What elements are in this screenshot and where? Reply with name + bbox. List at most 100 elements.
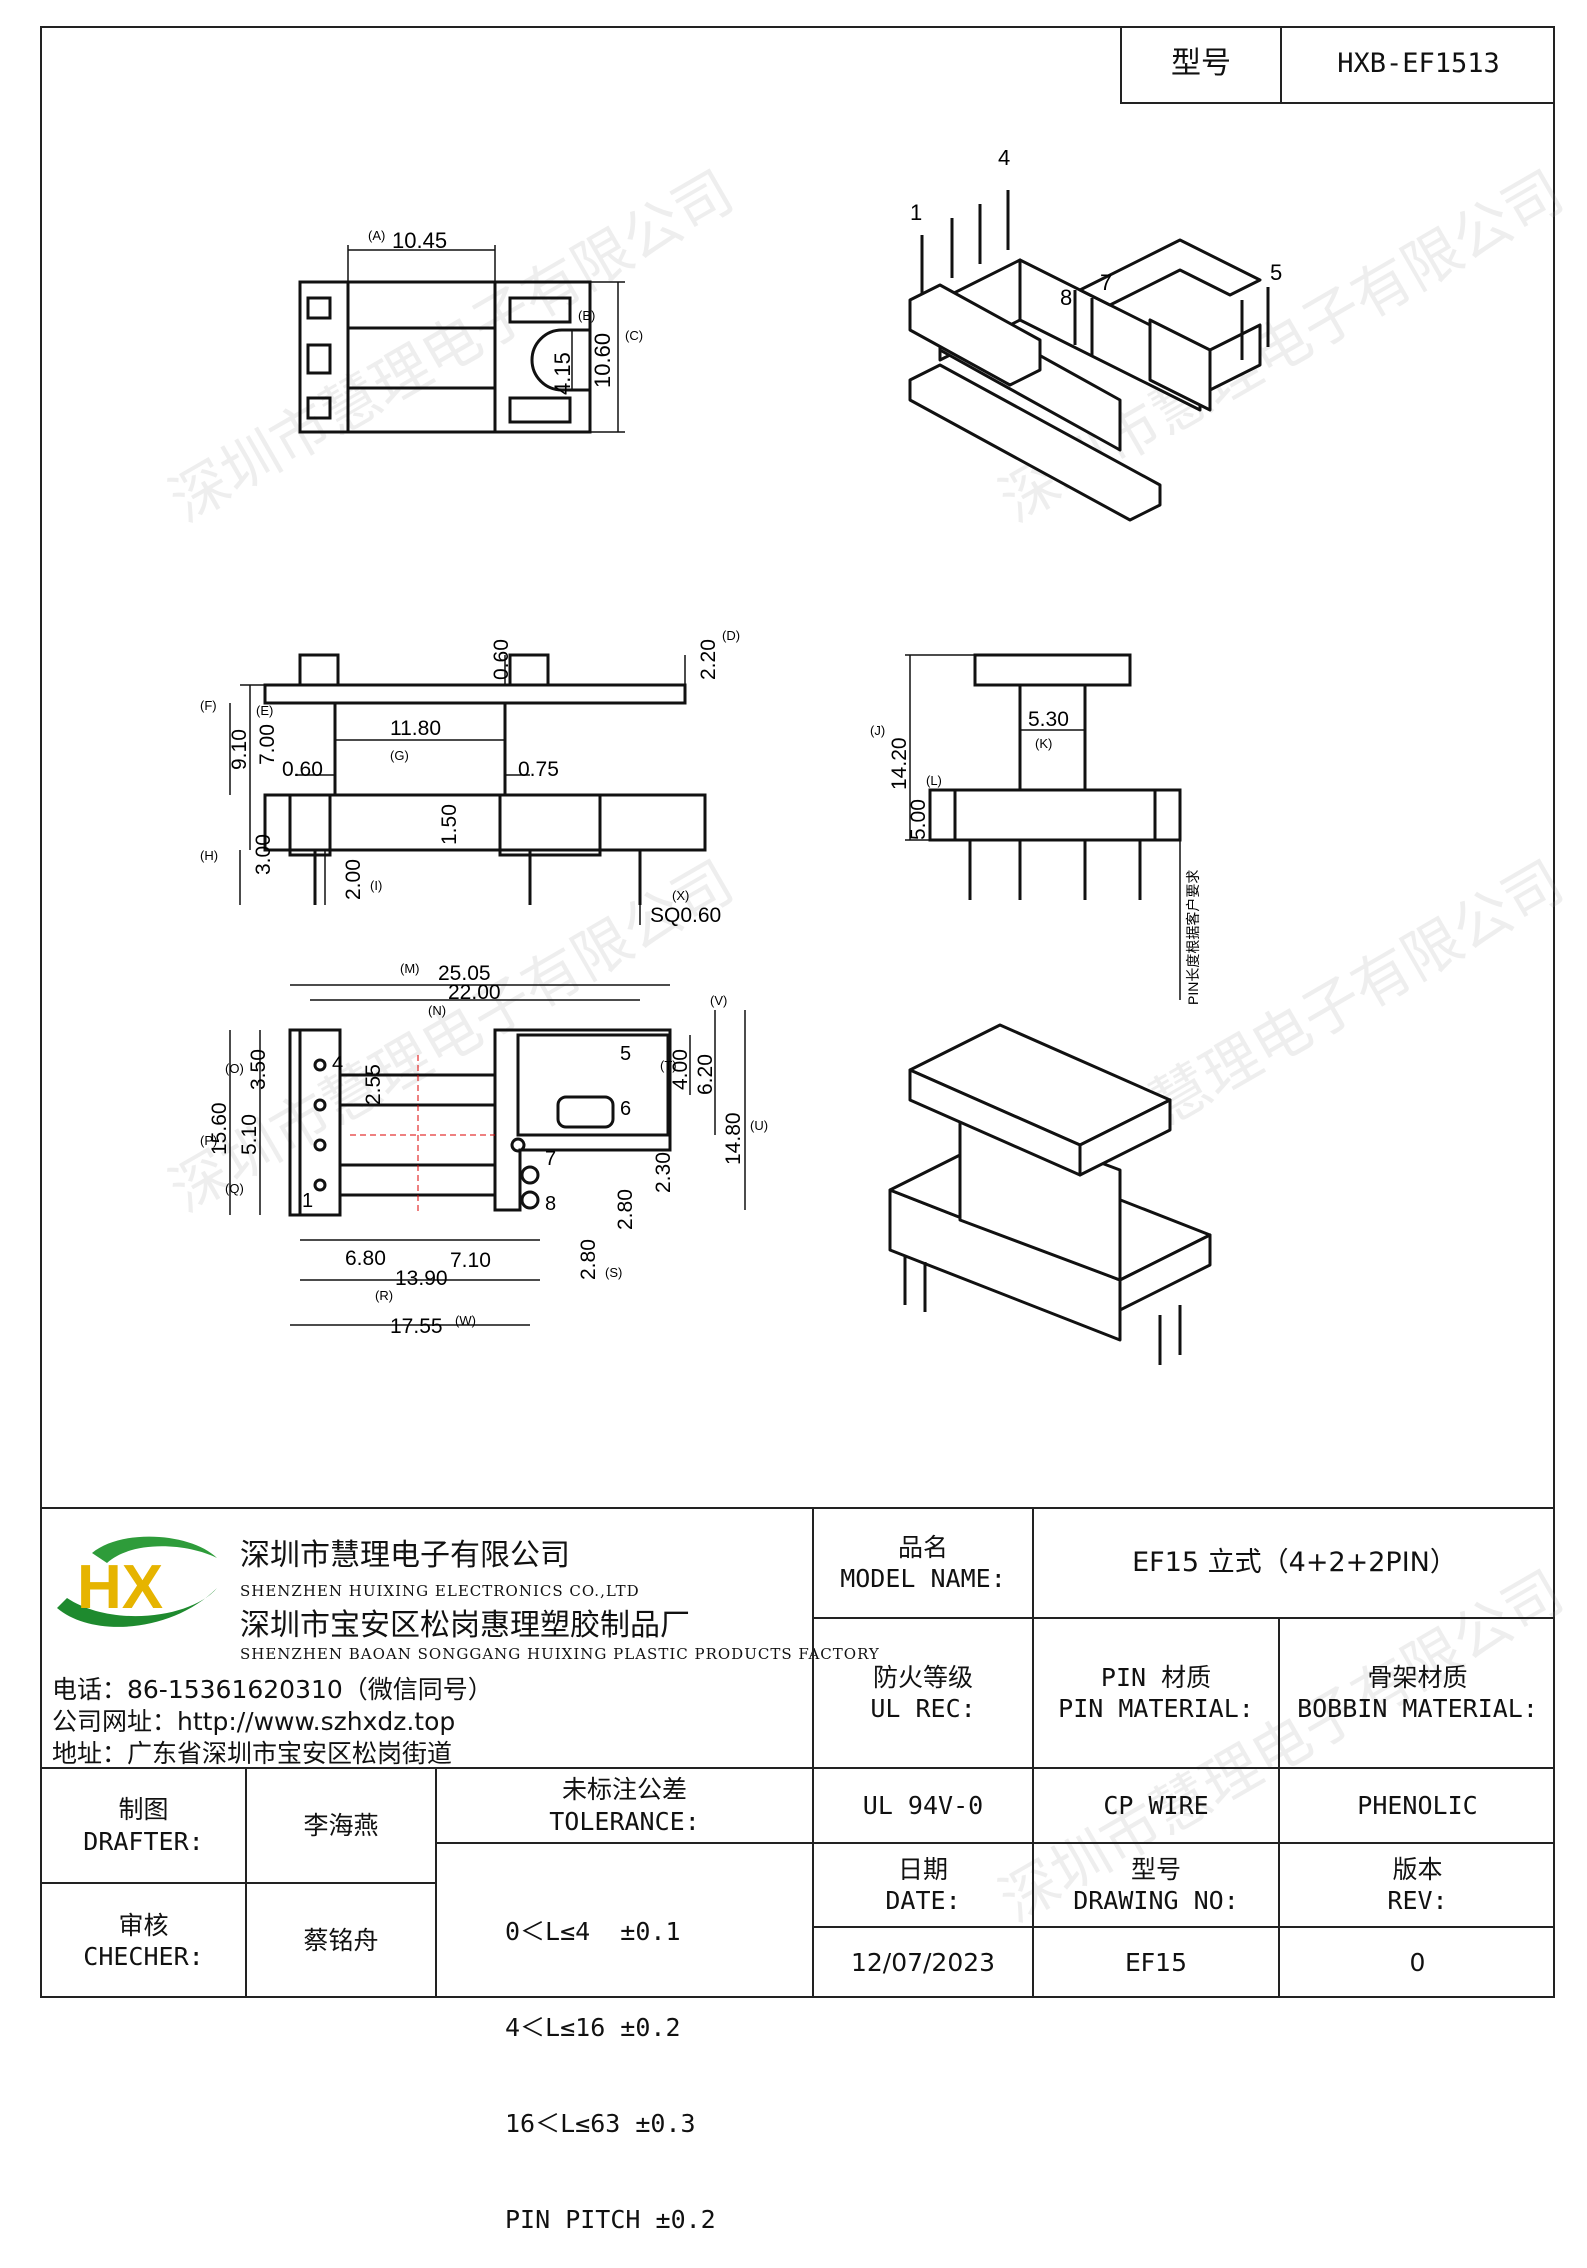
dim-v: 6.20 (694, 1054, 717, 1095)
dim-f: 9.10 (228, 729, 251, 770)
dim-o: 3.50 (247, 1049, 270, 1090)
date-label: 日期 DATE: (814, 1844, 1032, 1926)
dim-g-label: (G) (390, 748, 409, 763)
pin-material-label-en: PIN MATERIAL: (1058, 1694, 1254, 1723)
bottom-view-drawing: (M) 25.05 22.00 (N) (O) 3.50 (P) 15.60 5… (200, 961, 768, 1338)
tolerance-label-cn: 未标注公差 (561, 1775, 687, 1805)
tolerance-row: PIN PITCH ±0.2 (505, 2205, 716, 2234)
side-view-drawing: (J) 14.20 5.30 (K) (L) 5.00 PIN长度根据客户要求 (870, 653, 1201, 1005)
product-name-label-cn: 品名 (897, 1532, 948, 1562)
pin-material-label-cn: PIN 材质 (1100, 1662, 1212, 1692)
dim-left-gap: 0.60 (282, 758, 323, 781)
dim-r: 13.90 (395, 1267, 448, 1290)
tolerance-label-en: TOLERANCE: (549, 1806, 700, 1836)
dim-t1: 0.60 (490, 639, 513, 680)
dim-right-gap: 0.75 (518, 758, 559, 781)
header-model-box: 型号 HXB-EF1513 (1120, 26, 1555, 104)
dim-e: 7.00 (256, 724, 279, 765)
company-logo: HX (52, 1528, 222, 1638)
product-name-label: 品名 MODEL NAME: (814, 1509, 1032, 1617)
company-website: 公司网址：http://www.szhxdz.top (52, 1707, 456, 1736)
divider (812, 1926, 1555, 1928)
dim-s-label: (S) (605, 1265, 622, 1280)
bobbin-material-label-cn: 骨架材质 (1367, 1662, 1468, 1692)
top-view-drawing: (A) 10.45 (B) 4.15 (C) 10.60 (298, 228, 643, 434)
dim-i: 2.00 (342, 859, 365, 900)
bottom-pin-8: 8 (545, 1193, 556, 1215)
divider (1278, 1617, 1280, 1998)
rev-value: 0 (1409, 1948, 1426, 1978)
drafter-label-cn: 制图 (118, 1795, 169, 1825)
dim-u: 14.80 (722, 1112, 745, 1165)
bobbin-outline (298, 280, 592, 434)
bottom-pin-7: 7 (545, 1148, 556, 1170)
dim-h: 3.00 (252, 834, 275, 875)
dim-b: 4.15 (550, 352, 575, 395)
dim-p4: 2.55 (362, 1064, 385, 1105)
tolerance-row: 16＜L≤63 ±0.3 (505, 2109, 696, 2138)
isometric-top-drawing: 1 4 7 8 5 (908, 150, 1282, 522)
checker-label-en: CHECHER: (83, 1942, 204, 1971)
divider (812, 1842, 1555, 1844)
tolerance-table: 0＜L≤4 ±0.1 4＜L≤16 ±0.2 16＜L≤63 ±0.3 PIN … (505, 1852, 716, 2268)
dim-r-label: (R) (375, 1288, 393, 1303)
dim-r2: 7.10 (450, 1249, 491, 1272)
ul-rec-value: UL 94V-0 (862, 1790, 984, 1820)
ul-rec-label-en: UL REC: (870, 1694, 976, 1723)
dim-n-label: (N) (428, 1003, 446, 1018)
header-model-value: HXB-EF1513 (1337, 48, 1500, 80)
date-label-en: DATE: (885, 1886, 961, 1915)
dim-p-label: (P) (200, 1133, 217, 1148)
dim-280b: 2.80 (577, 1239, 600, 1280)
logo-text: HX (77, 1553, 163, 1622)
dim-c: 10.60 (590, 333, 615, 388)
dim-w: 17.55 (390, 1315, 443, 1338)
hx-logo-icon: HX (57, 1536, 217, 1627)
tolerance-label: 未标注公差 TOLERANCE: (437, 1769, 812, 1842)
dim-j: 14.20 (888, 737, 911, 790)
iso-pin-7: 7 (1100, 270, 1112, 295)
header-model-label: 型号 (1122, 26, 1282, 102)
company-name-en: SHENZHEN HUIXING ELECTRONICS CO.,LTD (240, 1582, 640, 1600)
front-view-drawing: 2.20 (D) 0.60 (F) 9.10 (E) 7.00 11.80 (G… (200, 628, 740, 927)
bottom-pin-5: 5 (620, 1043, 631, 1065)
dim-l-label: (L) (926, 773, 942, 788)
drafter-label-en: DRAFTER: (83, 1826, 204, 1856)
rev-label: 版本 REV: (1280, 1844, 1555, 1926)
dim-l: 5.00 (907, 799, 930, 840)
divider (40, 1767, 1555, 1769)
factory-name-en: SHENZHEN BAOAN SONGGANG HUIXING PLASTIC … (240, 1645, 880, 1663)
dim-d: 2.20 (697, 639, 720, 680)
rev-label-en: REV: (1387, 1886, 1448, 1915)
dim-280a: 2.80 (614, 1189, 637, 1230)
ul-rec-label-cn: 防火等级 (872, 1662, 973, 1692)
dim-mid: 1.50 (438, 804, 461, 845)
pin-length-note: PIN长度根据客户要求 (1185, 870, 1201, 1005)
pin-material-label: PIN 材质 PIN MATERIAL: (1034, 1619, 1278, 1767)
divider (812, 1507, 814, 1998)
dim-k-label: (K) (1035, 736, 1052, 751)
divider (812, 1617, 1555, 1619)
divider (40, 1882, 435, 1884)
checker-label-cn: 审核 (118, 1910, 169, 1940)
dim-c-label: (C) (625, 328, 643, 343)
dim-t: 4.00 (669, 1049, 692, 1090)
dim-f-label: (F) (200, 698, 217, 713)
dim-d-label: (D) (722, 628, 740, 643)
bottom-pin-4: 4 (332, 1053, 343, 1075)
dim-i-label: (I) (370, 878, 382, 893)
dim-a: 10.45 (392, 228, 447, 253)
title-block-top-rule (40, 1507, 1555, 1509)
dim-u-label: (U) (750, 1118, 768, 1133)
bobbin-material-value: PHENOLIC (1357, 1790, 1478, 1820)
ul-rec-label: 防火等级 UL REC: (814, 1619, 1032, 1767)
divider (435, 1842, 812, 1844)
iso-pin-5: 5 (1270, 260, 1282, 285)
date-label-cn: 日期 (897, 1854, 948, 1884)
iso-pin-8: 8 (1060, 285, 1072, 310)
dim-r1: 6.80 (345, 1247, 386, 1270)
pin-material-value: CP WIRE (1103, 1790, 1209, 1820)
company-phone: 电话：86-15361620310（微信同号） (52, 1675, 493, 1704)
dim-k: 5.30 (1028, 708, 1069, 731)
bottom-pin-1: 1 (302, 1190, 313, 1212)
